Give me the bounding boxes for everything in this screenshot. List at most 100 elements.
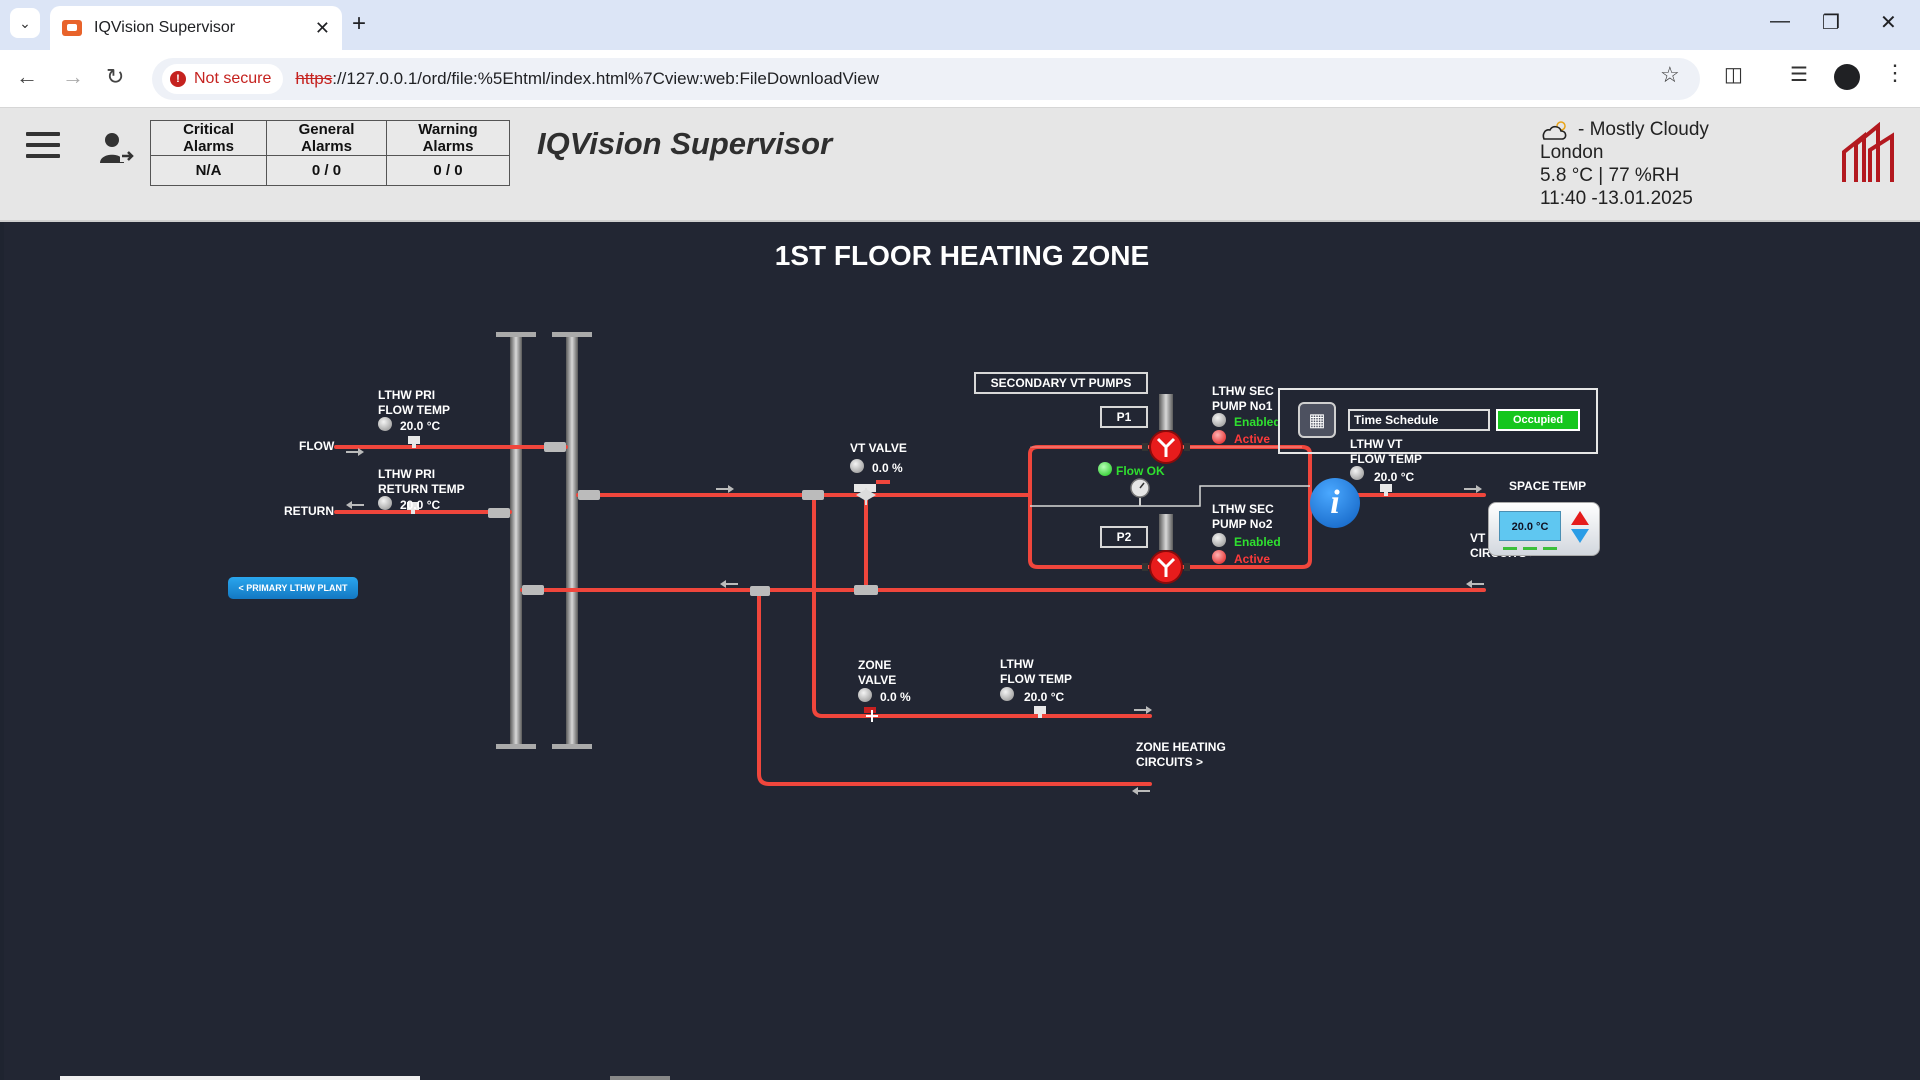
sec-pump2-label: LTHW SEC PUMP No2 xyxy=(1212,502,1274,531)
window-close-icon[interactable]: ✕ xyxy=(1880,12,1897,34)
vt-valve-label: VT VALVE xyxy=(850,441,907,455)
url-text[interactable]: https://127.0.0.1/ord/file:%5Ehtml/index… xyxy=(295,69,879,89)
pri-flow-temp-value[interactable]: 20.0 °C xyxy=(400,419,441,433)
address-bar[interactable]: ! Not secure https://127.0.0.1/ord/file:… xyxy=(152,58,1700,100)
app-header: Critical Alarms General Alarms Warning A… xyxy=(0,108,1920,222)
restore-icon[interactable]: ❐ xyxy=(1822,12,1840,34)
pump2-enabled-indicator xyxy=(1212,533,1226,547)
zone-valve-value[interactable]: 0.0 % xyxy=(880,690,911,704)
security-label: Not secure xyxy=(194,70,272,87)
flow-status: Flow OK xyxy=(1116,464,1165,478)
pump-p2-icon xyxy=(1142,514,1190,584)
heating-zone-schematic: 1ST FLOOR HEATING ZONE xyxy=(4,222,1920,1080)
pri-return-temp-value[interactable]: 20.0 °C xyxy=(400,498,441,512)
occupancy-status[interactable]: Occupied xyxy=(1496,409,1580,431)
zone-title: 1ST FLOOR HEATING ZONE xyxy=(774,240,1150,271)
calendar-icon[interactable]: ▦ xyxy=(1298,402,1336,438)
setpoint-down-icon[interactable] xyxy=(1571,529,1589,543)
pri-flow-temp-indicator xyxy=(378,417,392,431)
reload-icon[interactable]: ↻ xyxy=(106,64,125,89)
weather-datetime: 11:40 -13.01.2025 xyxy=(1540,188,1693,209)
lthw-flow-temp-value[interactable]: 20.0 °C xyxy=(1024,690,1065,704)
pump2-active-indicator xyxy=(1212,550,1226,564)
pump2-enabled-status: Enabled xyxy=(1234,535,1281,549)
vt-flow-temp-label: LTHW VT FLOW TEMP xyxy=(1350,437,1422,466)
vt-valve-icon xyxy=(854,480,890,505)
weather-widget: - Mostly Cloudy London 5.8 °C | 77 %RH 1… xyxy=(1540,118,1709,210)
bookmark-star-icon[interactable]: ☆ xyxy=(1660,62,1680,87)
pri-return-temp-label: LTHW PRI RETURN TEMP xyxy=(378,467,465,496)
weather-location: London xyxy=(1540,142,1604,163)
browser-tabbar: ⌄ IQVision Supervisor ✕ + — ❐ ✕ xyxy=(0,0,1920,50)
pump1-active-status: Active xyxy=(1234,432,1271,446)
pump2-active-status: Active xyxy=(1234,552,1271,566)
info-icon[interactable]: i xyxy=(1310,478,1360,528)
warning-alarms-header[interactable]: Warning Alarms xyxy=(386,120,510,156)
media-control-icon[interactable]: ☰ xyxy=(1790,64,1808,86)
schedule-name[interactable]: Time Schedule xyxy=(1348,409,1490,431)
p1-label[interactable]: P1 xyxy=(1100,406,1148,428)
minimize-icon[interactable]: — xyxy=(1770,10,1790,32)
warning-alarms-value[interactable]: 0 / 0 xyxy=(386,155,510,186)
vt-valve-value[interactable]: 0.0 % xyxy=(872,461,903,475)
flow-gauge-icon xyxy=(1130,478,1150,506)
general-alarms-header[interactable]: General Alarms xyxy=(266,120,387,156)
pump1-enabled-status: Enabled xyxy=(1234,415,1281,429)
pipework-diagram xyxy=(334,332,1486,795)
pri-flow-temp-label: LTHW PRI FLOW TEMP xyxy=(378,388,450,417)
not-secure-icon: ! xyxy=(170,71,186,87)
browser-tab[interactable]: IQVision Supervisor ✕ xyxy=(50,6,342,50)
favicon-icon xyxy=(62,20,82,36)
general-alarms-value[interactable]: 0 / 0 xyxy=(266,155,387,186)
lthw-flow-temp-label: LTHW FLOW TEMP xyxy=(1000,657,1072,686)
partly-cloudy-icon xyxy=(1542,120,1567,140)
tab-title: IQVision Supervisor xyxy=(94,19,236,36)
hamburger-menu-icon[interactable] xyxy=(26,132,60,162)
space-thermostat[interactable]: 20.0 °C xyxy=(1488,502,1600,556)
critical-alarms-value[interactable]: N/A xyxy=(150,155,267,186)
sec-pump1-label: LTHW SEC PUMP No1 xyxy=(1212,384,1274,413)
p2-label[interactable]: P2 xyxy=(1100,526,1148,548)
vt-flow-temp-indicator xyxy=(1350,466,1364,480)
zone-valve-label: ZONE VALVE xyxy=(858,658,897,687)
space-temp-label: SPACE TEMP xyxy=(1509,479,1587,493)
zone-return-pipe xyxy=(757,588,1152,786)
browser-toolbar: ← → ↻ ! Not secure https://127.0.0.1/ord… xyxy=(0,50,1920,108)
forward-icon[interactable]: → xyxy=(62,64,84,89)
time-schedule-panel: ▦ Time Schedule Occupied xyxy=(1278,388,1598,454)
thermostat-led xyxy=(1503,547,1517,550)
vt-flow-temp-value[interactable]: 20.0 °C xyxy=(1374,470,1415,484)
tab-close-icon[interactable]: ✕ xyxy=(314,17,330,38)
scrollbar-marker xyxy=(610,1076,670,1080)
new-tab-icon[interactable]: + xyxy=(352,10,367,37)
return-label: RETURN xyxy=(284,504,334,518)
extensions-icon[interactable]: ◫ xyxy=(1724,64,1743,86)
lthw-flow-temp-indicator xyxy=(1000,687,1014,701)
alarm-summary-table: Critical Alarms General Alarms Warning A… xyxy=(150,120,510,186)
zone-heating-circuits-link[interactable]: ZONE HEATING CIRCUITS > xyxy=(1136,740,1226,769)
building-logo-icon[interactable] xyxy=(1840,122,1896,186)
back-icon[interactable]: ← xyxy=(16,64,38,89)
thermostat-led xyxy=(1523,547,1537,550)
flow-ok-indicator xyxy=(1098,462,1112,476)
flow-label: FLOW xyxy=(299,439,335,453)
browser-menu-icon[interactable]: ⋮ xyxy=(1884,60,1906,85)
primary-lthw-plant-button[interactable]: < PRIMARY LTHW PLANT xyxy=(228,577,358,599)
security-chip[interactable]: ! Not secure xyxy=(162,64,284,94)
pump-p1-icon xyxy=(1142,394,1190,464)
profile-avatar[interactable] xyxy=(1834,64,1860,90)
thermostat-led xyxy=(1543,547,1557,550)
app-title: IQVision Supervisor xyxy=(537,126,833,161)
header-column-left xyxy=(510,334,522,748)
zone-valve-indicator xyxy=(858,688,872,702)
url-scheme: https xyxy=(295,69,333,88)
user-logout-icon[interactable] xyxy=(98,130,134,166)
pri-return-temp-indicator xyxy=(378,496,392,510)
vt-valve-indicator xyxy=(850,459,864,473)
horizontal-scrollbar[interactable] xyxy=(60,1076,420,1080)
space-temp-value: 20.0 °C xyxy=(1499,511,1561,541)
setpoint-up-icon[interactable] xyxy=(1571,511,1589,525)
tab-search-chevron-icon[interactable]: ⌄ xyxy=(10,8,40,38)
critical-alarms-header[interactable]: Critical Alarms xyxy=(150,120,267,156)
secondary-vt-pumps-label: SECONDARY VT PUMPS xyxy=(974,372,1148,394)
